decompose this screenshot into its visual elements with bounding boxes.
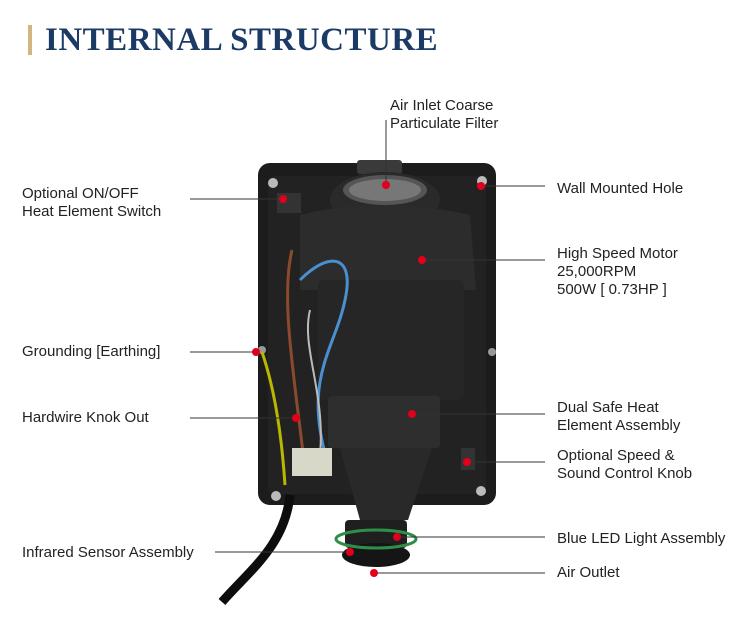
section-header: INTERNAL STRUCTURE bbox=[28, 20, 438, 60]
heat-element-block bbox=[328, 396, 440, 448]
led-ring bbox=[334, 528, 418, 550]
label-speed-knob: Optional Speed & Sound Control Knob bbox=[557, 447, 693, 482]
wire-brown bbox=[286, 249, 307, 471]
label-motor: High Speed Motor 25,000RPM 500W [ 0.73HP… bbox=[557, 245, 678, 298]
marker-heat-element bbox=[408, 410, 416, 418]
marker-led bbox=[393, 533, 401, 541]
marker-switch bbox=[279, 195, 287, 203]
marker-grounding bbox=[252, 348, 260, 356]
marker-motor bbox=[418, 256, 426, 264]
label-hardwire: Hardwire Knok Out bbox=[22, 409, 149, 426]
label-heat-element: Dual Safe Heat Element Assembly bbox=[557, 399, 681, 434]
marker-air-inlet bbox=[382, 181, 390, 189]
terminal-block bbox=[292, 448, 332, 476]
wire-yellow-green bbox=[260, 351, 287, 486]
label-switch: Optional ON/OFF Heat Element Switch bbox=[22, 185, 162, 220]
power-cord bbox=[218, 494, 295, 605]
callout-markers bbox=[252, 181, 485, 577]
label-grounding: Grounding [Earthing] bbox=[22, 343, 161, 360]
section-title: INTERNAL STRUCTURE bbox=[45, 21, 439, 58]
leader-lines bbox=[190, 120, 545, 574]
label-air-inlet: Air Inlet Coarse Particulate Filter bbox=[390, 97, 499, 132]
label-air-outlet: Air Outlet bbox=[557, 564, 620, 581]
motor-housing bbox=[300, 205, 476, 290]
label-infrared: Infrared Sensor Assembly bbox=[22, 544, 194, 561]
marker-infrared bbox=[346, 548, 354, 556]
air-nozzle bbox=[340, 448, 432, 520]
header-accent-bar bbox=[28, 25, 32, 55]
marker-hardwire bbox=[292, 414, 300, 422]
marker-wall-hole bbox=[477, 182, 485, 190]
label-wall-hole: Wall Mounted Hole bbox=[557, 180, 684, 197]
label-led: Blue LED Light Assembly bbox=[557, 530, 726, 547]
marker-speed-knob bbox=[463, 458, 471, 466]
marker-air-outlet bbox=[370, 569, 378, 577]
